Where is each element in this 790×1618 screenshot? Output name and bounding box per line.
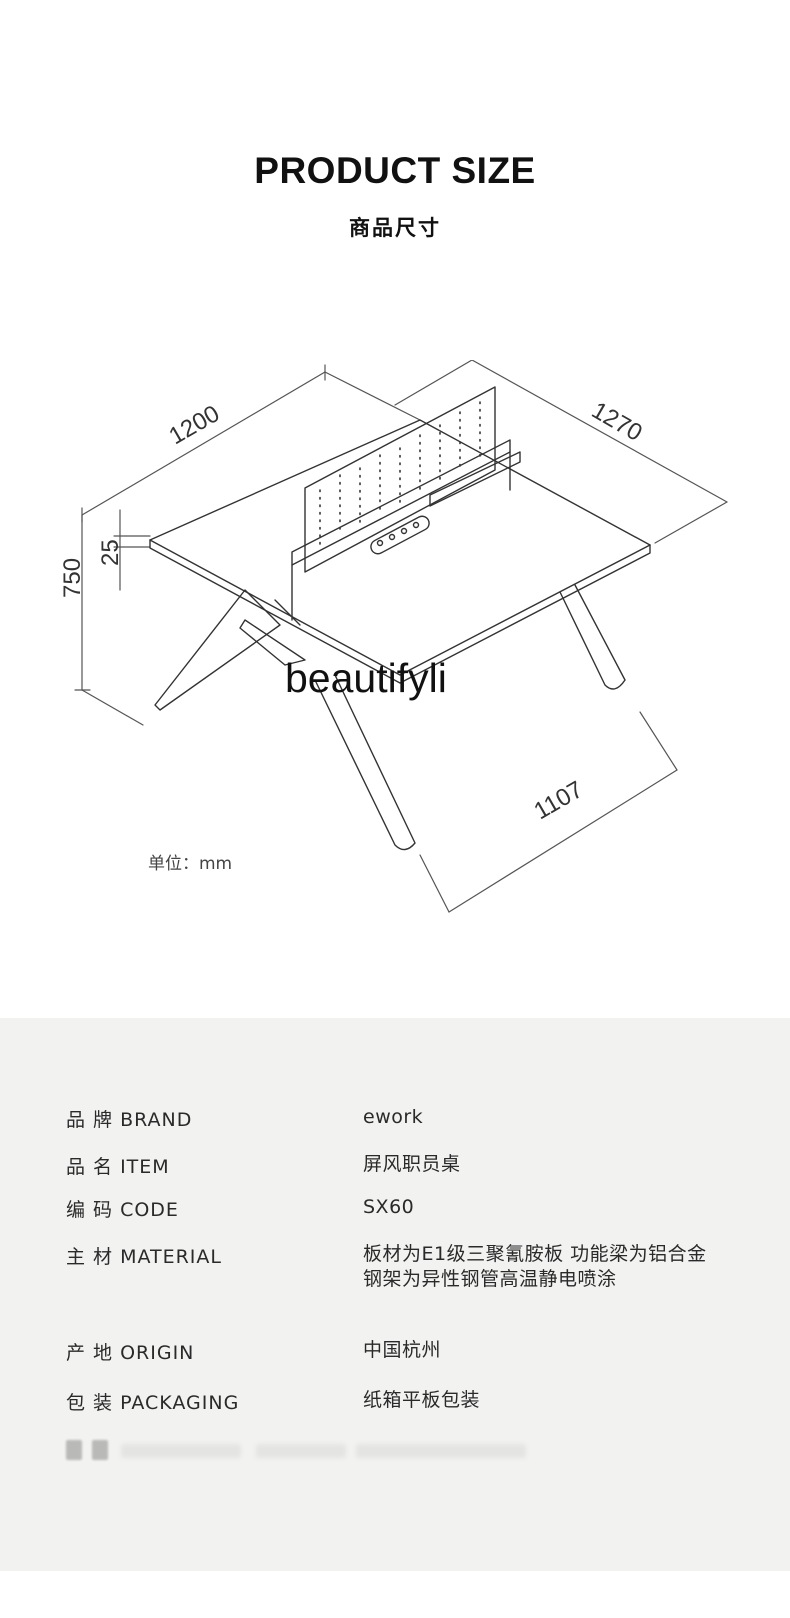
spec-row-blurred: [66, 1438, 526, 1464]
desk-leg-rear: [559, 584, 626, 690]
spec-label: 品 牌 BRAND: [66, 1109, 193, 1131]
dim-label-thickness: 25: [97, 539, 124, 566]
desk-leg-front: [314, 674, 416, 851]
dim-label-bottom: 1107: [530, 776, 588, 825]
power-grommet: [370, 515, 430, 555]
spec-panel: [0, 1018, 790, 1571]
dim-line-depth: [394, 360, 728, 544]
spec-value: 屏风职员桌: [363, 1153, 461, 1175]
dim-label-depth: 1270: [587, 397, 647, 447]
spec-value: 纸箱平板包装: [363, 1389, 481, 1411]
spec-label: 编 码 CODE: [66, 1199, 179, 1221]
spec-label: 产 地 ORIGIN: [66, 1342, 195, 1364]
dim-line-thickness: [113, 509, 151, 591]
unit-note: 单位：mm: [148, 854, 233, 874]
dim-label-width: 1200: [165, 400, 225, 450]
spec-value: ework: [363, 1106, 424, 1128]
spec-label: 包 装 PACKAGING: [66, 1392, 240, 1414]
dim-line-height: [74, 514, 144, 726]
screen-perforations: [319, 401, 481, 551]
spec-value: 板材为E1级三聚氰胺板 功能梁为铝合金 钢架为异性钢管高温静电喷涂: [363, 1243, 707, 1290]
page-title-cn: 商品尺寸: [349, 216, 441, 240]
desktop: [149, 419, 651, 684]
spec-label: 主 材 MATERIAL: [66, 1246, 222, 1268]
spec-value: 中国杭州: [363, 1339, 442, 1361]
spec-label: 品 名 ITEM: [66, 1156, 170, 1178]
dim-line-bottom: [419, 711, 678, 913]
watermark-text: beautifyli: [285, 655, 447, 701]
spec-value: SX60: [363, 1196, 415, 1218]
dim-label-height: 750: [59, 558, 86, 598]
dim-line-width: [81, 364, 421, 523]
privacy-screen: [291, 386, 521, 621]
desk-dimension-drawing: 1200 1270 750 25 1107: [59, 360, 728, 913]
desk-frame-left: [154, 589, 306, 711]
page-title-en: PRODUCT SIZE: [254, 150, 536, 191]
